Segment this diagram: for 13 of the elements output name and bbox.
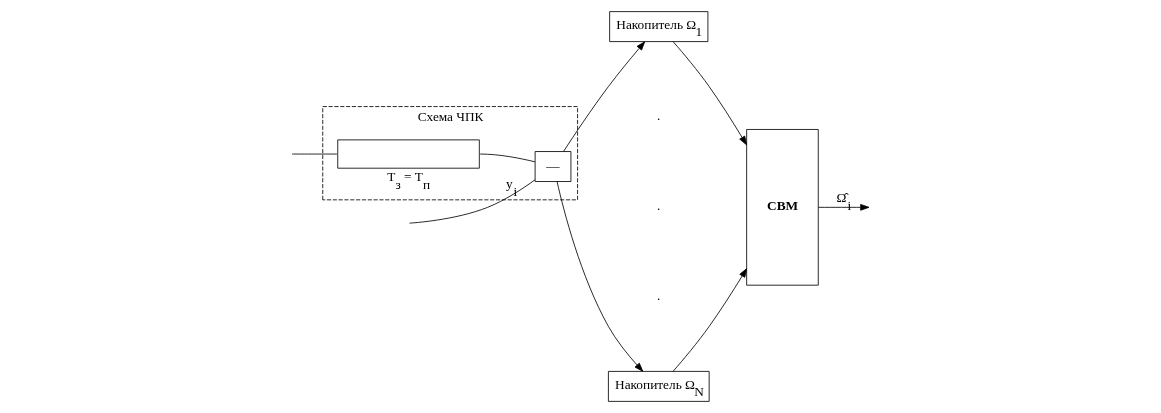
arrow (556, 181, 644, 372)
label: . (657, 287, 661, 303)
node-box: СВМ (746, 129, 819, 286)
connector (409, 179, 536, 224)
node-box: — (534, 151, 572, 182)
arrow (563, 41, 646, 152)
node-box (337, 139, 480, 169)
label: . (657, 107, 661, 123)
arrow (672, 41, 747, 146)
connector (479, 153, 536, 163)
label: . (657, 197, 661, 213)
arrow (672, 268, 747, 372)
arrow (818, 204, 870, 211)
